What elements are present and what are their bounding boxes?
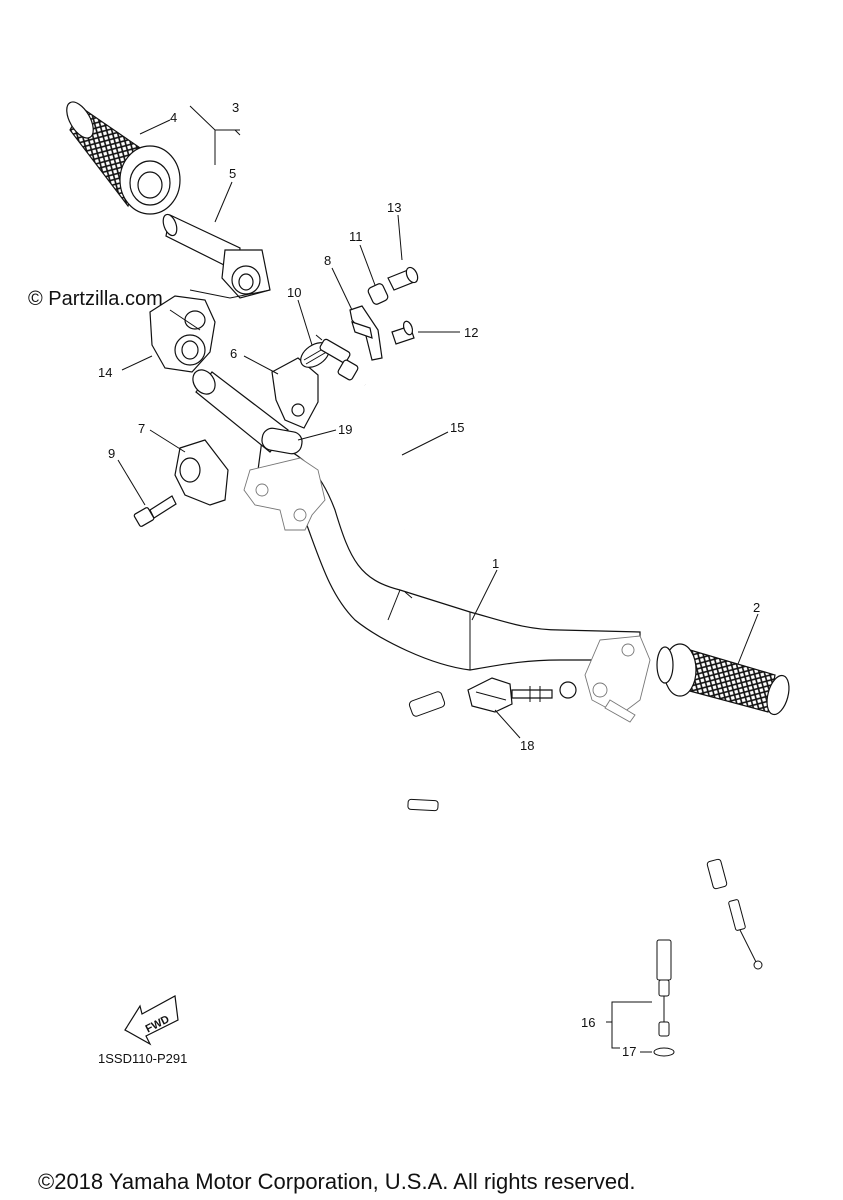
callout-13: 13 (387, 200, 401, 215)
o-ring[interactable] (653, 1047, 675, 1057)
cable-guide[interactable] (271, 357, 319, 429)
cover-bolt[interactable] (133, 495, 177, 527)
callout-6: 6 (230, 346, 237, 361)
callout-14: 14 (98, 365, 112, 380)
bracket-screw-lower[interactable] (391, 320, 415, 345)
right-lever-holder (584, 635, 651, 723)
adjuster-nut[interactable] (367, 282, 389, 305)
callout-17: 17 (622, 1044, 636, 1059)
callout-16: 16 (581, 1015, 595, 1030)
cable-adjuster[interactable] (467, 677, 577, 713)
throttle-housing[interactable] (149, 295, 216, 373)
callout-labels: 1 2 3 4 5 6 7 8 9 10 11 12 13 14 15 16 1… (98, 100, 760, 1059)
callout-19: 19 (338, 422, 352, 437)
callout-7: 7 (138, 421, 145, 436)
copyright-notice: ©2018 Yamaha Motor Corporation, U.S.A. A… (38, 1169, 635, 1194)
bracket-screw-upper[interactable] (387, 266, 420, 291)
leader-lines (117, 105, 759, 1053)
throttle-grip-tube[interactable] (161, 213, 271, 299)
handlebar[interactable] (257, 439, 641, 671)
right-grip[interactable] (656, 643, 793, 717)
throttle-sleeve[interactable] (188, 366, 303, 456)
callout-18: 18 (520, 738, 534, 753)
callout-3: 3 (232, 100, 239, 115)
clutch-cable[interactable] (352, 691, 672, 1037)
callout-5: 5 (229, 166, 236, 181)
direction-badge: FWD (124, 995, 179, 1046)
callout-8: 8 (324, 253, 331, 268)
watermark: © Partzilla.com (28, 288, 163, 310)
callout-11: 11 (349, 229, 363, 244)
callout-2: 2 (753, 600, 760, 615)
left-lever-holder (243, 457, 326, 531)
left-grip[interactable] (61, 98, 181, 215)
diagram-code: 1SSD110-P291 (98, 1051, 187, 1066)
callout-1: 1 (492, 556, 499, 571)
cable-bracket[interactable] (349, 305, 383, 361)
callout-9: 9 (108, 446, 115, 461)
housing-cover[interactable] (174, 439, 229, 506)
callout-4: 4 (170, 110, 177, 125)
throttle-cable[interactable] (326, 384, 763, 970)
callout-15: 15 (450, 420, 464, 435)
callout-12: 12 (464, 325, 478, 340)
throttle-pulley[interactable] (296, 334, 359, 381)
callout-10: 10 (287, 285, 301, 300)
